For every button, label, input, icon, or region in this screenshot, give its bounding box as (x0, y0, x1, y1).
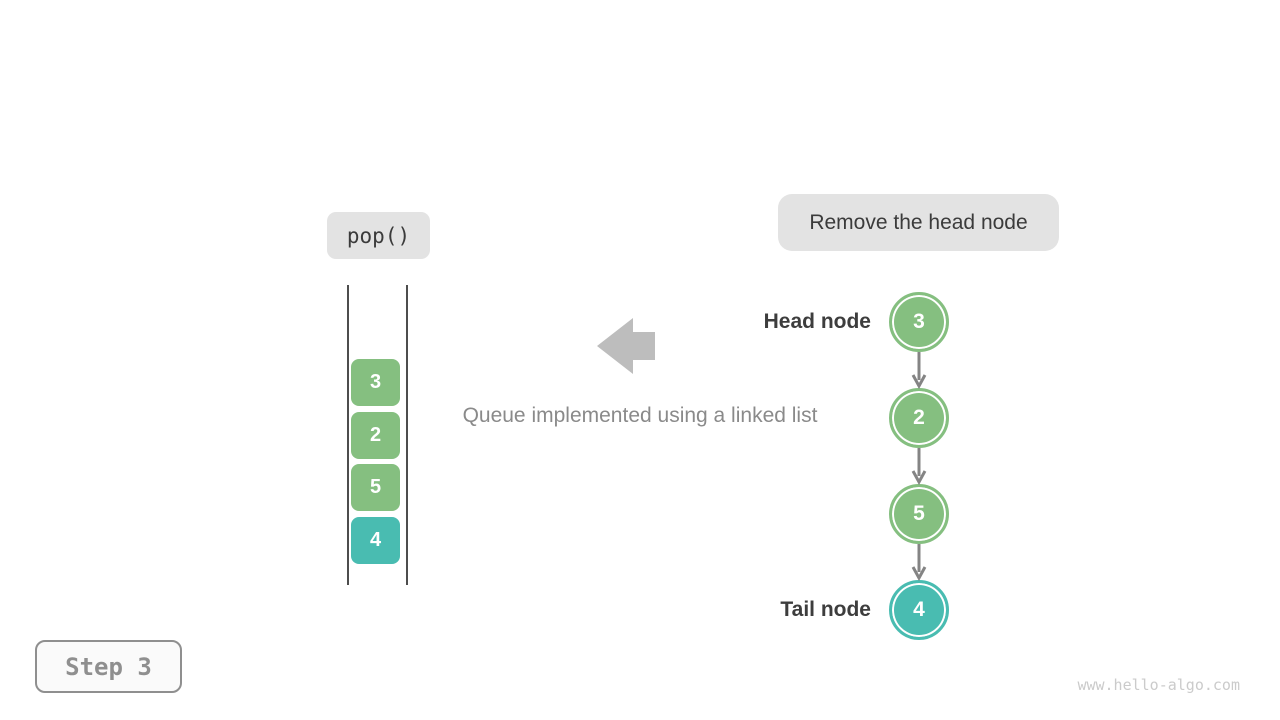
watermark-text: www.hello-algo.com (1077, 676, 1240, 694)
left-block-arrow-icon (597, 318, 655, 374)
queue-channel-left-wall (347, 285, 349, 585)
linked-list-node: 2 (889, 388, 949, 448)
tail-node-label: Tail node (780, 598, 871, 621)
queue-item: 5 (351, 464, 400, 511)
diagram-caption: Queue implemented using a linked list (462, 404, 818, 427)
head-node-label: Head node (763, 310, 871, 333)
queue-item: 3 (351, 359, 400, 406)
step-indicator: Step 3 (35, 640, 182, 693)
queue-channel-right-wall (406, 285, 408, 585)
linked-list-node: 3 (889, 292, 949, 352)
down-arrow-icon (911, 352, 927, 389)
down-arrow-icon (911, 448, 927, 485)
pop-operation-label: pop() (327, 212, 430, 259)
queue-item: 4 (351, 517, 400, 564)
remove-head-annotation: Remove the head node (778, 194, 1059, 251)
linked-list-node: 4 (889, 580, 949, 640)
queue-item: 2 (351, 412, 400, 459)
linked-list-node: 5 (889, 484, 949, 544)
down-arrow-icon (911, 544, 927, 581)
